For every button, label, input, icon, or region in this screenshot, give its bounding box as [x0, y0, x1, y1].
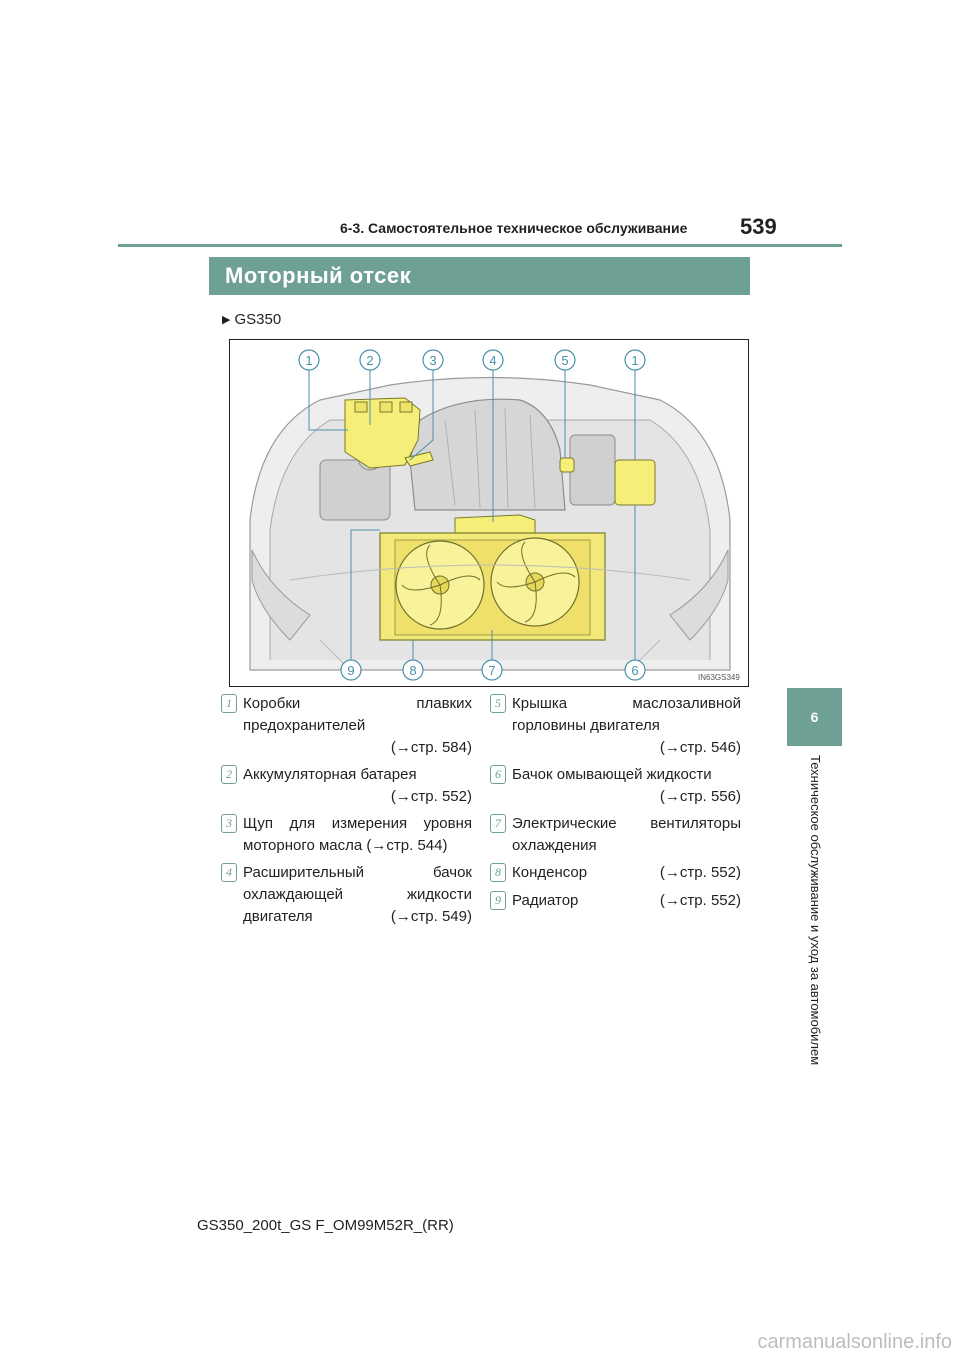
callout-top: 1: [305, 353, 312, 368]
callout-bottom: 8: [409, 663, 416, 678]
engine-compartment-illustration: 1 2 3 4 5 1 9 8 7 6 IN63GS349: [229, 339, 749, 687]
item-ref: (→стр. 584): [390, 739, 472, 756]
item-text: Аккумуляторная батарея: [243, 766, 417, 783]
list-item: 9 Радиатор (→стр. 552): [490, 890, 741, 912]
list-item: 6 Бачок омывающей жидкости (→стр. 556): [490, 764, 741, 808]
callout-top: 2: [366, 353, 373, 368]
item-number: 6: [490, 765, 506, 784]
list-item: 1 Коробки плавких предохранителей (→стр.…: [221, 693, 472, 759]
title-bar: Моторный отсек: [209, 257, 750, 295]
item-text: Расширительный бачок: [243, 864, 472, 881]
model-label: GS350: [234, 311, 282, 328]
callout-top: 4: [489, 353, 496, 368]
callout-bottom: 9: [347, 663, 354, 678]
item-number: 7: [490, 814, 506, 833]
list-item: 8 Конденсор (→стр. 552): [490, 862, 741, 884]
item-text: предохранителей: [243, 717, 366, 734]
item-ref: (→стр. 556): [659, 788, 741, 805]
item-ref: (→стр. 546): [659, 739, 741, 756]
page-number: 539: [740, 214, 777, 239]
chapter-tab[interactable]: 6: [787, 688, 842, 746]
item-ref: (→стр. 552): [659, 892, 741, 909]
item-ref: (→стр. 549): [390, 908, 472, 925]
item-text: моторного масла (→стр. 544): [243, 837, 448, 854]
item-ref: (→стр. 552): [659, 864, 741, 881]
callout-bottom: 7: [488, 663, 495, 678]
item-number: 1: [221, 694, 237, 713]
item-text: Бачок омывающей жидкости: [512, 766, 712, 783]
list-item: 4 Расширительный бачок охлаждающей жидко…: [221, 862, 472, 928]
item-text: Электрические вентиляторы: [512, 815, 741, 832]
callout-bottom: 6: [631, 663, 638, 678]
footer-code: GS350_200t_GS F_OM99M52R_(RR): [197, 1217, 454, 1234]
chapter-title: Техническое обслуживание и уход за автом…: [808, 755, 823, 1066]
item-number: 2: [221, 765, 237, 784]
watermark: carmanualsonline.info: [757, 1331, 952, 1353]
item-text: Конденсор: [512, 864, 588, 881]
item-number: 5: [490, 694, 506, 713]
item-text: Радиатор: [512, 892, 579, 909]
list-item: 2 Аккумуляторная батарея (→стр. 552): [221, 764, 472, 808]
callout-top: 3: [429, 353, 436, 368]
item-text: двигателя: [243, 908, 313, 925]
item-text: Коробки плавких: [243, 695, 472, 712]
header-rule: [118, 244, 842, 247]
item-text: Крышка маслозаливной: [512, 695, 741, 712]
triangle-bullet-icon: ▶: [222, 314, 231, 326]
item-number: 3: [221, 814, 237, 833]
item-text: охлаждающей жидкости: [243, 886, 472, 903]
chapter-side-label: Техническое обслуживание и уход за автом…: [800, 755, 830, 1095]
item-number: 9: [490, 891, 506, 910]
item-ref: (→стр. 552): [390, 788, 472, 805]
model-line: ▶ GS350: [222, 311, 281, 328]
item-text: Щуп для измерения уровня: [243, 815, 472, 832]
callout-top: 5: [561, 353, 568, 368]
section-header: 6-3. Самостоятельное техническое обслужи…: [340, 220, 688, 236]
item-number: 4: [221, 863, 237, 882]
item-text: горловины двигателя: [512, 717, 660, 734]
figure-code: IN63GS349: [698, 673, 740, 682]
list-item: 3 Щуп для измерения уровня моторного мас…: [221, 813, 472, 857]
page-title: Моторный отсек: [225, 263, 412, 288]
engine-diagram: 1 2 3 4 5 1 9 8 7 6 IN63GS349: [230, 340, 748, 686]
item-number: 8: [490, 863, 506, 882]
item-text: охлаждения: [512, 837, 597, 854]
callout-top: 1: [631, 353, 638, 368]
list-item: 5 Крышка маслозаливной горловины двигате…: [490, 693, 741, 759]
list-item: 7 Электрические вентиляторы охлаждения: [490, 813, 741, 857]
